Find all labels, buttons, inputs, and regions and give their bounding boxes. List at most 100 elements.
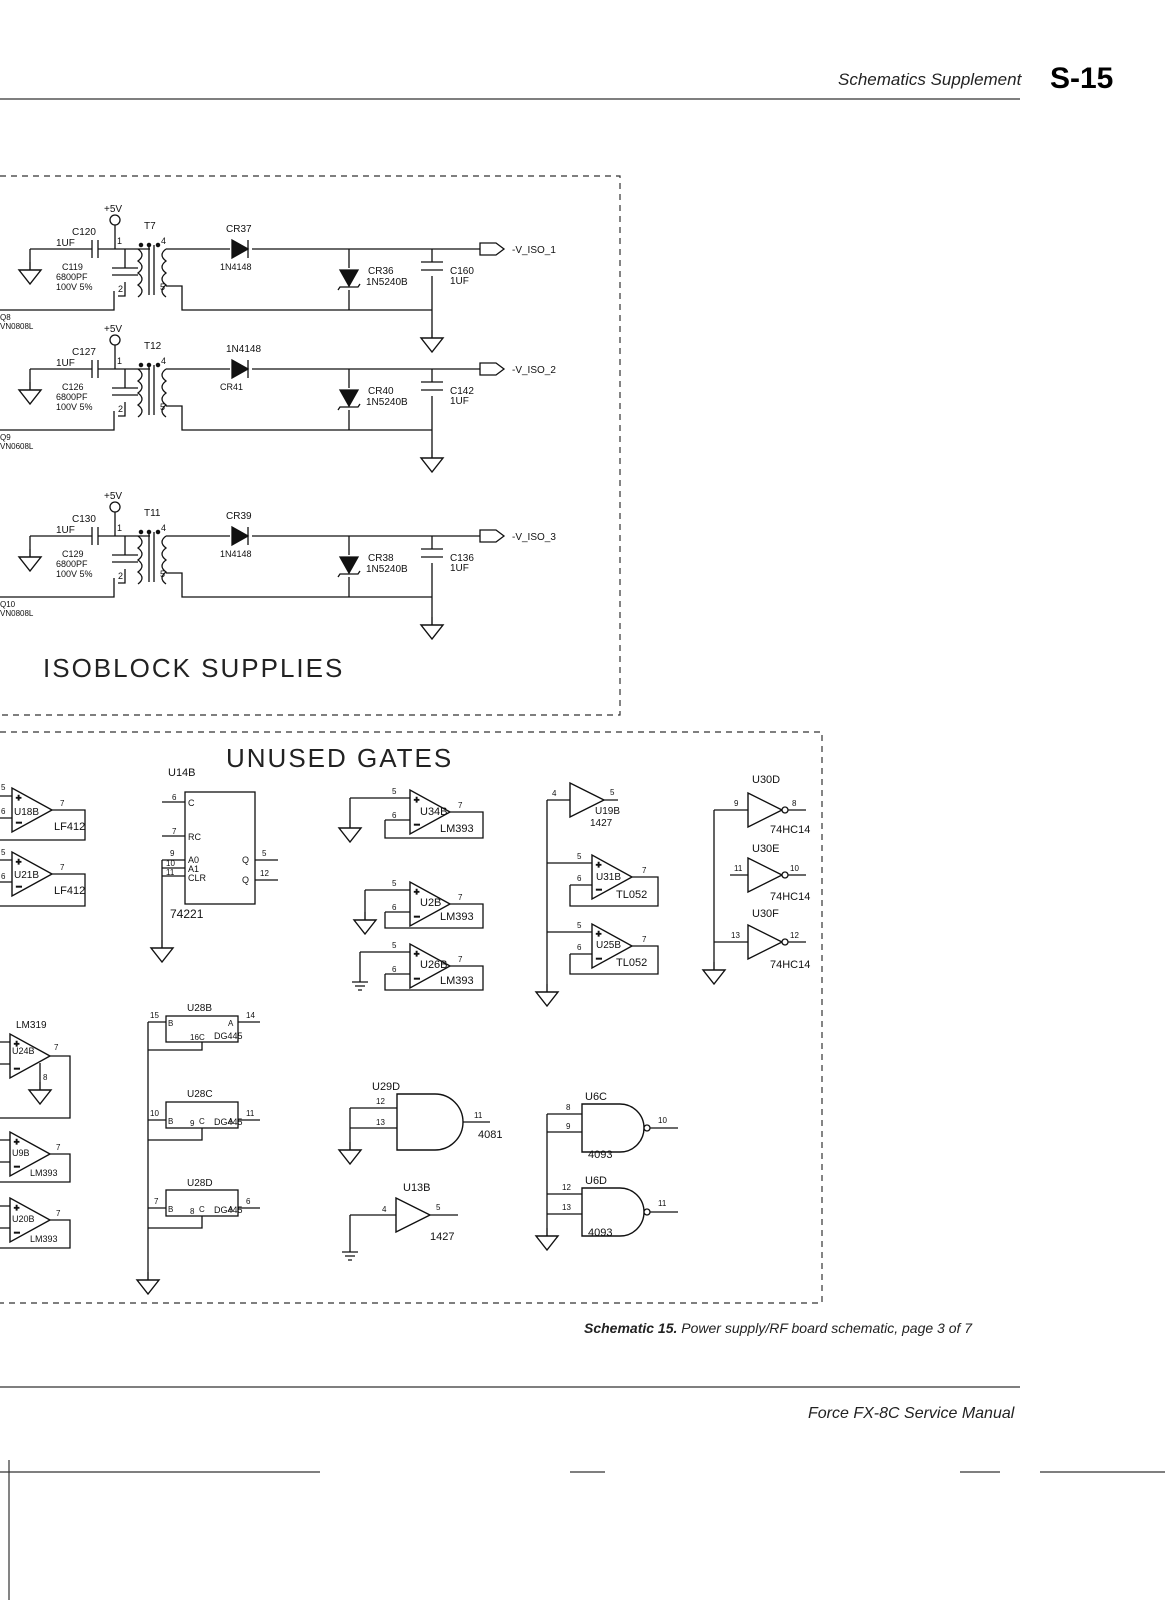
opamp-u18b: U18B LF412 567 — [0, 783, 86, 841]
svg-text:U13B: U13B — [403, 1182, 431, 1194]
svg-text:5: 5 — [577, 852, 582, 861]
svg-text:A1: A1 — [188, 864, 199, 874]
svg-text:U26B: U26B — [420, 959, 448, 971]
svg-text:B: B — [168, 1117, 173, 1126]
cap-snub-rating: 100V 5% — [56, 402, 93, 412]
svg-text:7: 7 — [60, 863, 65, 872]
svg-text:U30F: U30F — [752, 908, 779, 920]
svg-text:6: 6 — [577, 874, 582, 883]
svg-text:6: 6 — [1, 872, 6, 881]
footer-manual-title: Force FX-8C Service Manual — [808, 1405, 1015, 1422]
svg-text:74HC14: 74HC14 — [770, 959, 810, 971]
comparator-u20b: U20B LM393 7 — [0, 1197, 71, 1249]
svg-text:1427: 1427 — [590, 818, 613, 829]
svg-text:7: 7 — [60, 799, 65, 808]
svg-text:74HC14: 74HC14 — [770, 824, 810, 836]
svg-text:LM393: LM393 — [440, 911, 474, 923]
cap-snub-rating: 100V 5% — [56, 282, 93, 292]
vcc-label: +5V — [104, 491, 122, 502]
svg-text:LF412: LF412 — [54, 821, 85, 833]
svg-text:5: 5 — [610, 788, 615, 797]
svg-text:4: 4 — [161, 356, 166, 366]
net-label: -V_ISO_2 — [512, 365, 556, 376]
svg-text:7: 7 — [56, 1209, 61, 1218]
svg-text:5: 5 — [160, 282, 165, 292]
figure-caption: Schematic 15. Power supply/RF board sche… — [584, 1320, 972, 1336]
svg-text:8: 8 — [792, 799, 797, 808]
comparator-u34b: U34B LM393 567 — [338, 787, 484, 843]
svg-text:11: 11 — [474, 1111, 483, 1120]
svg-text:RC: RC — [188, 832, 201, 842]
vcc-label: +5V — [104, 204, 122, 215]
cap-in-value: 1UF — [56, 358, 75, 369]
svg-text:7: 7 — [458, 801, 463, 810]
svg-text:9: 9 — [190, 1119, 195, 1128]
diode-top-label: CR39 — [226, 511, 252, 522]
svg-text:5: 5 — [160, 569, 165, 579]
svg-text:13: 13 — [562, 1203, 571, 1212]
fet-ref: Q8 — [0, 313, 11, 322]
cap-in-value: 1UF — [56, 525, 75, 536]
svg-text:6: 6 — [1, 807, 6, 816]
cap-snub-ref: C126 — [62, 382, 84, 392]
svg-text:5: 5 — [1, 783, 6, 792]
page-rules — [0, 98, 1165, 1600]
cap-snub-value: 6800PF — [56, 559, 88, 569]
unused-gates-title: UNUSED GATES — [226, 743, 453, 773]
svg-text:U34B: U34B — [420, 806, 448, 818]
svg-text:5: 5 — [392, 787, 397, 796]
comparator-u2b: U2B LM393 567 — [353, 879, 484, 935]
cap-snub-ref: C119 — [62, 262, 83, 272]
isoblock-frame — [0, 175, 621, 716]
svg-text:7: 7 — [54, 1043, 59, 1052]
svg-text:11: 11 — [246, 1109, 255, 1118]
svg-text:4: 4 — [382, 1205, 387, 1214]
cap-in-value: 1UF — [56, 238, 75, 249]
svg-text:13: 13 — [376, 1118, 385, 1127]
svg-text:U14B: U14B — [168, 767, 196, 779]
analog-switch-u28: U28B U28C U28D DG445 DG445 DG445 15 14 1… — [136, 1003, 260, 1295]
svg-text:8: 8 — [190, 1207, 195, 1216]
svg-text:C: C — [199, 1205, 205, 1214]
cap-snub-ref: C129 — [62, 549, 84, 559]
svg-text:A: A — [228, 1117, 234, 1126]
svg-text:U2B: U2B — [420, 897, 441, 909]
svg-text:LM393: LM393 — [440, 975, 474, 987]
svg-text:Q: Q — [242, 855, 249, 865]
svg-text:U28D: U28D — [187, 1178, 213, 1189]
svg-text:U6D: U6D — [585, 1175, 607, 1187]
svg-text:2: 2 — [118, 404, 123, 414]
svg-text:U21B: U21B — [14, 870, 39, 881]
fet-ref: Q9 — [0, 433, 11, 442]
diode-top-label: CR37 — [226, 224, 252, 235]
opamp-u21b: U21B LF412 567 — [0, 848, 86, 907]
unused-gates: U18B LF412 567 U21B LF412 567 LM319 U24B… — [0, 767, 810, 1295]
svg-text:1427: 1427 — [430, 1231, 454, 1243]
zener-part: 1N5240B — [366, 564, 408, 575]
svg-text:7: 7 — [458, 955, 463, 964]
svg-text:5: 5 — [160, 402, 165, 412]
svg-text:U6C: U6C — [585, 1091, 607, 1103]
diode-bottom-label: 1N4148 — [220, 549, 252, 559]
cap-out-value: 1UF — [450, 563, 469, 574]
svg-text:1: 1 — [117, 356, 122, 366]
svg-text:CLR: CLR — [188, 873, 207, 883]
svg-text:A: A — [228, 1205, 234, 1214]
svg-text:B: B — [168, 1019, 173, 1028]
svg-text:U25B: U25B — [596, 940, 621, 951]
caption-label: Schematic 15. — [584, 1320, 678, 1336]
fet-part: VN0808L — [0, 322, 34, 331]
svg-text:U20B: U20B — [12, 1214, 35, 1224]
svg-text:4093: 4093 — [588, 1149, 612, 1161]
svg-text:6: 6 — [172, 793, 177, 802]
svg-text:U30D: U30D — [752, 774, 780, 786]
net-label: -V_ISO_3 — [512, 532, 556, 543]
cap-out-value: 1UF — [450, 276, 469, 287]
header-title: Schematics Supplement — [838, 70, 1022, 89]
